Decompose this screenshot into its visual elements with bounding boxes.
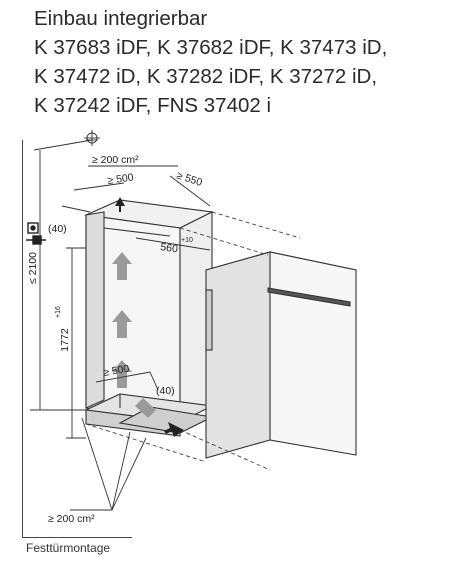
label-depth-550: ≥ 550 (175, 169, 204, 189)
label-niche-width-tolerance: +10 (181, 237, 193, 244)
vent-arrows (115, 197, 184, 437)
model-list-line-3: K 37242 iDF, FNS 37402 i (34, 94, 272, 117)
niche-cabinet (84, 199, 214, 437)
label-total-height: ≤ 2100 (27, 252, 39, 284)
label-niche-height: 1772 (59, 328, 71, 352)
label-niche-width: 560 (160, 241, 179, 255)
projection-lines (85, 211, 301, 471)
caption: Festtürmontage (26, 541, 111, 555)
title: Einbau integrierbar (34, 7, 208, 30)
label-top-depth: ≥ 500 (107, 171, 135, 187)
plug-icon (26, 222, 46, 245)
airflow-arrows (112, 252, 156, 418)
header: Einbau integrierbar K 37683 iDF, K 37682… (34, 4, 444, 120)
frame-bottom-rule (22, 537, 132, 538)
dimension-lines (30, 130, 211, 439)
model-list-line-2: K 37472 iD, K 37282 iDF, K 37272 iD, (34, 65, 378, 88)
label-vent-top-area: ≥ 200 cm² (92, 154, 139, 166)
label-bottom-depth: ≥ 500 (102, 363, 130, 379)
refrigerator (205, 251, 357, 459)
frame-left-rule (22, 140, 23, 538)
model-list-line-1: K 37683 iDF, K 37682 iDF, K 37473 iD, (34, 36, 388, 59)
label-vent-bottom-area: ≥ 200 cm² (48, 513, 95, 525)
label-gap-bottom: (40) (156, 385, 175, 397)
label-gap-top: (40) (48, 223, 67, 235)
leader-lines (70, 417, 147, 511)
label-niche-height-tolerance: +16 (55, 306, 62, 318)
